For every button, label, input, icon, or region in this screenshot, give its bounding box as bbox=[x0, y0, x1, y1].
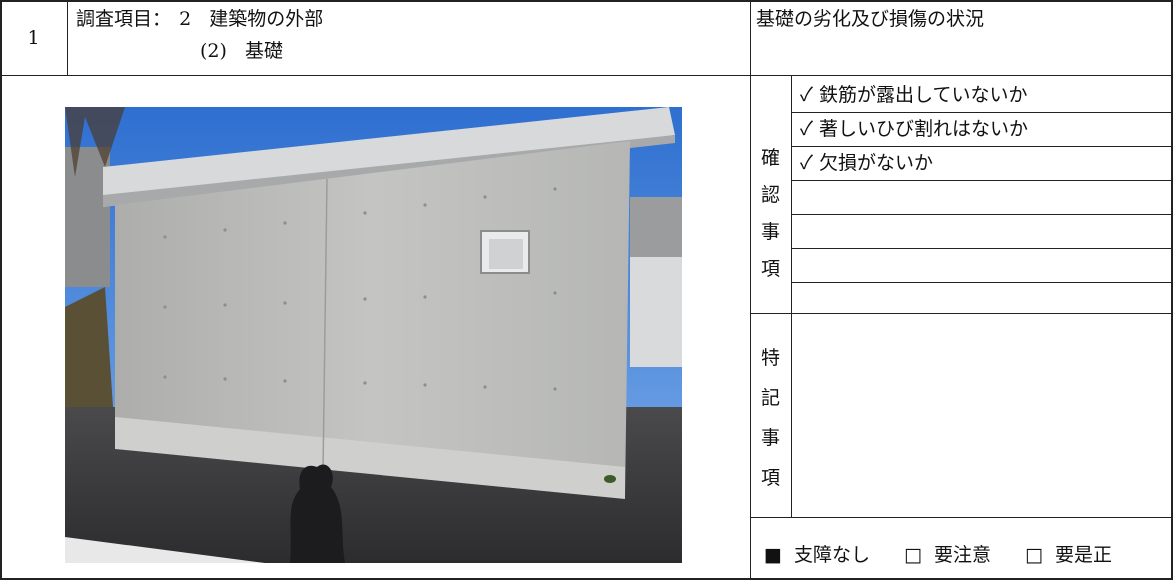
check-label-char: 確 bbox=[760, 147, 780, 169]
check-row-line bbox=[791, 112, 1173, 113]
notes-label: 特 記 事 項 bbox=[750, 338, 791, 498]
main-column-divider bbox=[750, 0, 751, 580]
check-label-char: 事 bbox=[760, 221, 780, 243]
check-item: ✓ 鉄筋が露出していないか bbox=[800, 84, 1028, 106]
status-label: 要是正 bbox=[1055, 543, 1113, 566]
unchecked-box-icon: □ bbox=[904, 543, 922, 566]
notes-content[interactable] bbox=[796, 318, 1168, 513]
status-label: 支障なし bbox=[794, 543, 871, 566]
check-row-line bbox=[791, 248, 1173, 249]
survey-label: 調査項目： bbox=[76, 8, 172, 30]
header-divider bbox=[0, 75, 1173, 76]
notes-label-char: 項 bbox=[760, 467, 780, 489]
notes-label-char: 特 bbox=[760, 347, 780, 369]
check-items-label: 確 認 事 項 bbox=[750, 140, 791, 288]
foundation-photo bbox=[65, 107, 682, 563]
unchecked-box-icon: □ bbox=[1025, 543, 1043, 566]
check-item: ✓ 著しいひび割れはないか bbox=[800, 118, 1029, 140]
check-row-line bbox=[791, 282, 1173, 283]
photo-image bbox=[65, 107, 682, 563]
check-notes-divider bbox=[750, 313, 1173, 314]
status-option-correction[interactable]: □ 要是正 bbox=[1025, 540, 1112, 567]
survey-subitem-line: (2) 基礎 bbox=[200, 36, 283, 63]
notes-label-char: 事 bbox=[760, 427, 780, 449]
notes-label-char: 記 bbox=[760, 387, 780, 409]
category-number: 2 bbox=[179, 8, 192, 30]
check-label-char: 項 bbox=[760, 258, 780, 280]
status-label: 要注意 bbox=[934, 543, 992, 566]
check-row-line bbox=[791, 146, 1173, 147]
status-options: ■ 支障なし □ 要注意 □ 要是正 bbox=[764, 528, 1169, 578]
item-number: 1 bbox=[27, 26, 40, 49]
status-option-caution[interactable]: □ 要注意 bbox=[904, 540, 991, 567]
number-divider bbox=[67, 0, 68, 75]
section-title: 基礎の劣化及び損傷の状況 bbox=[756, 8, 985, 30]
notes-status-divider bbox=[750, 517, 1173, 518]
category-name: 建築物の外部 bbox=[209, 8, 324, 30]
checked-box-icon: ■ bbox=[764, 543, 782, 566]
sub-name: 基礎 bbox=[244, 40, 283, 62]
sub-number: (2) bbox=[200, 40, 227, 62]
check-item: ✓ 欠損がないか bbox=[800, 152, 934, 174]
survey-item-line: 調査項目： 2 建築物の外部 bbox=[76, 4, 323, 31]
check-row-line bbox=[791, 180, 1173, 181]
label-column-divider bbox=[791, 75, 792, 517]
status-option-ok[interactable]: ■ 支障なし bbox=[764, 540, 870, 567]
check-label-char: 認 bbox=[760, 184, 780, 206]
check-row-line bbox=[791, 214, 1173, 215]
